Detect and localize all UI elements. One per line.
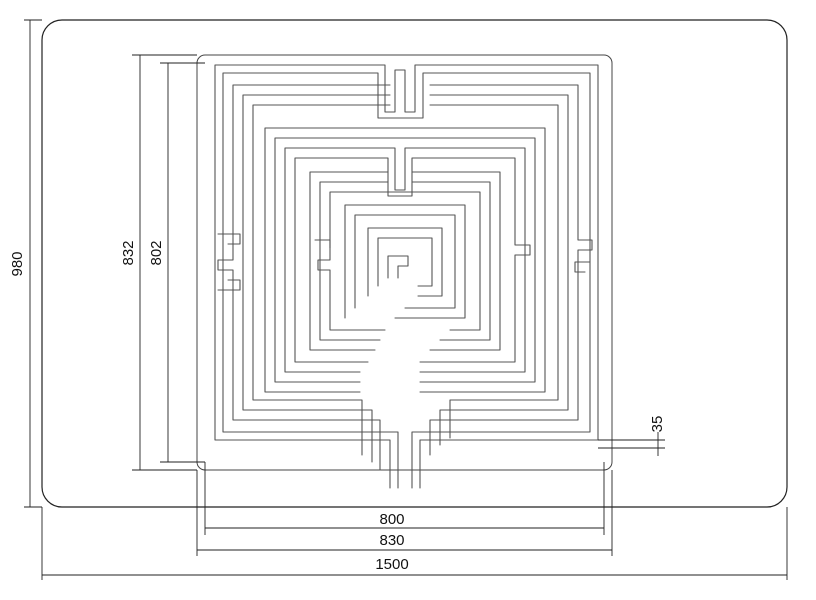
dim-maze-outer-width: 830 — [379, 532, 404, 549]
pipe-left-loop-2 — [217, 279, 241, 291]
pipe-ring-7 — [284, 147, 526, 373]
labyrinth-pipe — [214, 64, 599, 489]
pipe-ring-8 — [294, 157, 531, 363]
dim-pipe-spacing: 35 — [649, 416, 666, 433]
pipe-ring-11 — [317, 191, 481, 331]
pipe-right-loop — [574, 261, 591, 273]
pipe-ring-9 — [309, 171, 501, 351]
dim-maze-outer-height: 832 — [120, 240, 137, 265]
pipe-ring-3 — [242, 94, 569, 463]
dim-maze-inner-height: 802 — [148, 240, 165, 265]
dimensions: 980 832 802 35 800 830 1500 — [9, 19, 788, 580]
dim-maze-inner-width: 800 — [379, 511, 404, 528]
pipe-ring-6 — [274, 137, 536, 383]
pipe-core-2 — [354, 214, 456, 309]
pipe-ring-5 — [264, 127, 546, 393]
pipe-ring-10 — [319, 181, 491, 341]
dim-total-height: 980 — [9, 251, 26, 276]
pipe-core-3 — [367, 227, 443, 297]
pipe-left-loop — [217, 233, 241, 245]
pipe-ring-2 — [217, 84, 593, 471]
maze-plate-outline — [196, 54, 613, 471]
dim-total-width: 1500 — [375, 556, 408, 573]
pipe-core-1 — [344, 204, 466, 319]
pipe-ring-4 — [252, 104, 559, 456]
pipe-ring-1 — [214, 64, 599, 489]
pipe-ring-1-inner — [222, 72, 591, 489]
pipe-center — [387, 255, 409, 279]
outer-board — [41, 19, 788, 508]
pipe-inner-left-loop — [314, 239, 331, 249]
pipe-core-4 — [377, 237, 433, 287]
